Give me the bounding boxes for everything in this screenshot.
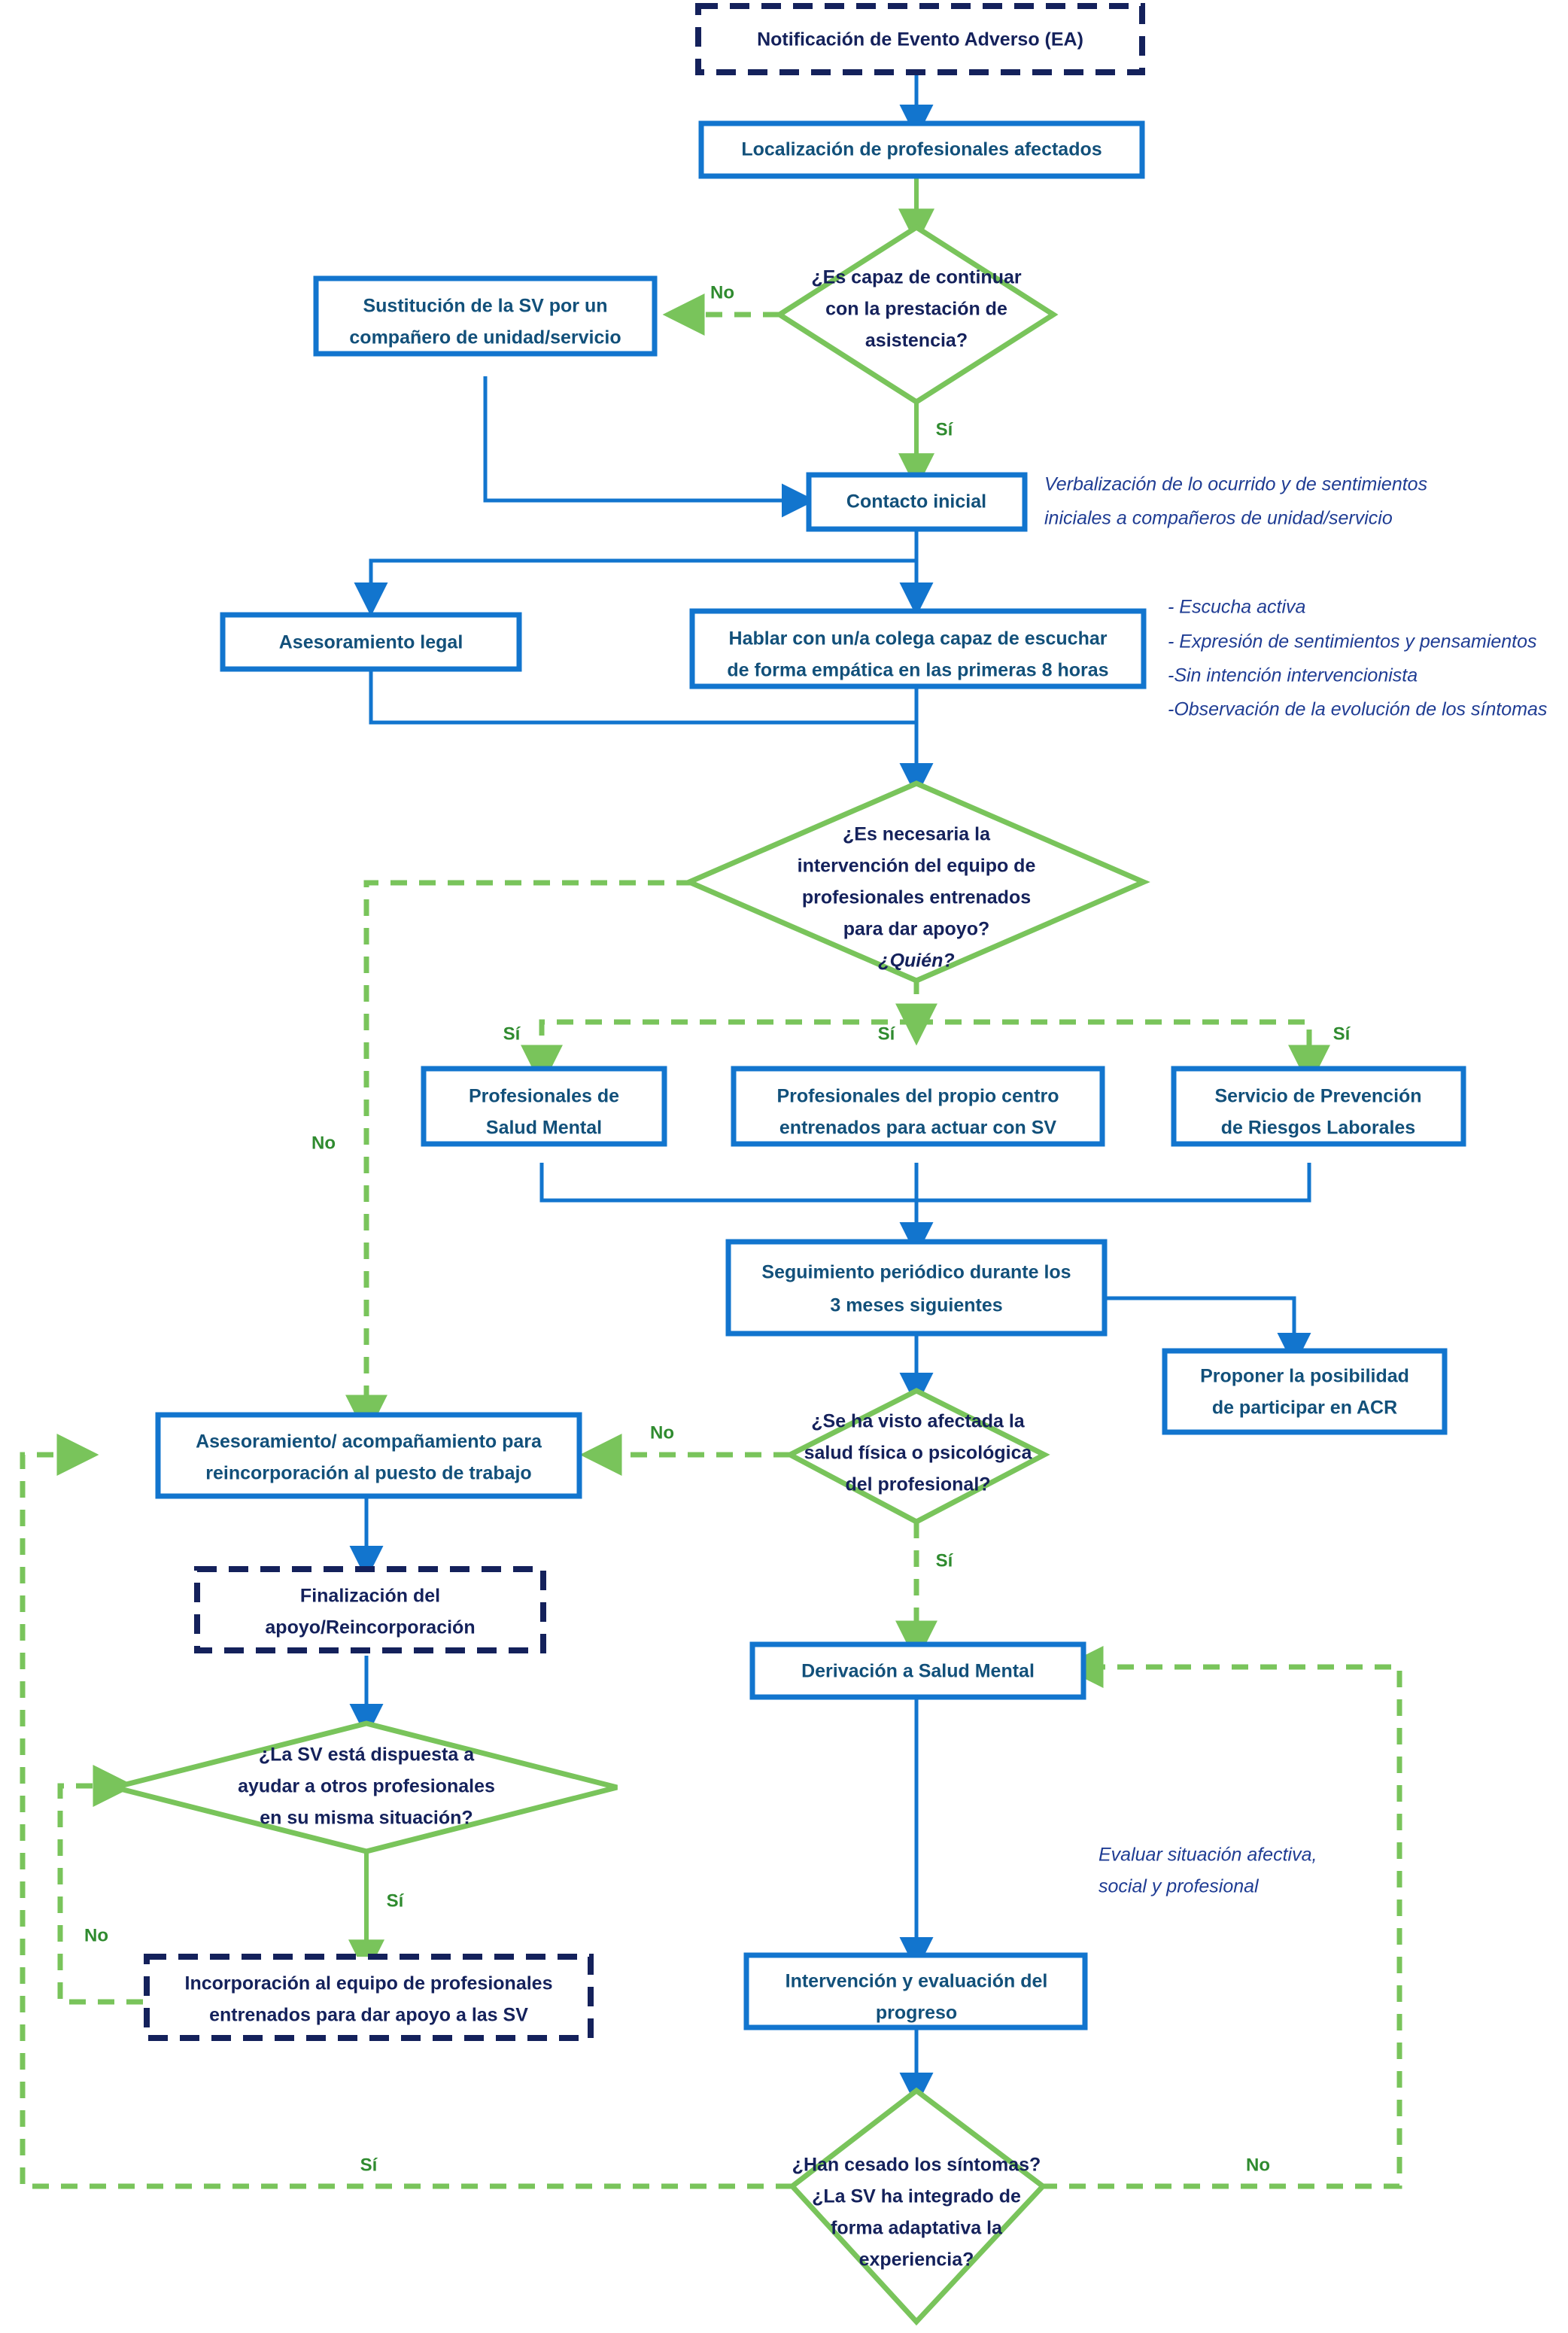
annotation-contacto-line1: Verbalización de lo ocurrido y de sentim… [1044,474,1427,495]
decision-afectada-line1: ¿Se ha visto afectada la [811,1411,1026,1432]
node-incorporacion-equipo[interactable]: Incorporación al equipo de profesionales… [144,1954,594,2041]
decision-capaz-line2: con la prestación de [825,299,1007,320]
node-seguimiento-line2: 3 meses siguientes [830,1295,1002,1316]
edge-contacto-to-asesoramiento-legal [354,528,919,617]
node-intervencion-line2: progreso [876,2003,957,2024]
node-sustitucion-line1: Sustitución de la SV por un [363,296,607,317]
node-localizacion-label: Localización de profesionales afectados [741,139,1102,160]
edge-dispuesta-no [57,1765,286,2005]
annotation-evaluar-line1: Evaluar situación afectiva, [1099,1845,1317,1866]
edge-label-afectada-si: Sí [936,1550,954,1571]
decision-cesado-line1: ¿Han cesado los síntomas? [792,2155,1041,2176]
edge-saludmental-to-seguimiento [539,1163,916,1203]
node-profesionales-propio-centro[interactable]: Profesionales del propio centro entrenad… [731,1066,1105,1147]
node-asesoramiento-reincorporacion[interactable]: Asesoramiento/ acompañamiento para reinc… [155,1412,582,1499]
node-finalizacion-apoyo[interactable]: Finalización del apoyo/Reincorporación [194,1566,546,1653]
node-propio-centro-line1: Profesionales del propio centro [776,1086,1059,1107]
decision-afectada-line3: del profesional? [845,1474,990,1495]
annotation-hablar-bullet2: - Expresión de sentimientos y pensamient… [1168,631,1537,652]
edge-sustitucion-to-contacto [483,376,816,518]
node-incorporacion-line2: entrenados para dar apoyo a las SV [209,2005,528,2026]
node-decision-salud-afectada[interactable]: ¿Se ha visto afectada la salud física o … [784,1388,1050,1525]
node-contacto-label: Contacto inicial [846,491,986,513]
annotation-contacto-line2: iniciales a compañeros de unidad/servici… [1044,508,1393,529]
node-derivacion-salud-mental[interactable]: Derivación a Salud Mental [749,1641,1086,1700]
decision-necesaria-line3: profesionales entrenados [802,887,1031,908]
decision-dispuesta-line1: ¿La SV está dispuesta a [259,1744,475,1766]
edge-label-cesado-si: Sí [360,2155,378,2175]
node-profesionales-salud-mental[interactable]: Profesionales de Salud Mental [421,1066,667,1147]
node-asesoramiento-legal[interactable]: Asesoramiento legal [220,612,522,672]
node-propio-centro-line2: entrenados para actuar con SV [779,1118,1057,1139]
node-seguimiento-line1: Seguimiento periódico durante los [761,1262,1071,1283]
node-prevencion-line1: Servicio de Prevención [1214,1086,1421,1107]
edge-seguimiento-to-proponer [1105,1296,1311,1367]
node-hablar-colega[interactable]: Hablar con un/a colega capaz de escuchar… [689,608,1147,689]
node-decision-han-cesado-sintomas[interactable]: ¿Han cesado los síntomas? ¿La SV ha inte… [788,2087,1047,2326]
node-salud-mental-line1: Profesionales de [469,1086,619,1107]
node-notificacion-label: Notificación de Evento Adverso (EA) [757,29,1083,50]
node-servicio-prevencion-riesgos[interactable]: Servicio de Prevención de Riesgos Labora… [1171,1066,1466,1147]
decision-cesado-line3: forma adaptativa la [831,2218,1003,2239]
node-seguimiento-periodico[interactable]: Seguimiento periódico durante los 3 mese… [725,1239,1108,1337]
edge-asesoramiento-legal-to-junction [369,668,916,725]
node-notificacion-evento-adverso[interactable]: Notificación de Evento Adverso (EA) [695,3,1145,75]
decision-necesaria-line4: para dar apoyo? [843,919,990,940]
edge-label-capaz-no: No [710,282,734,303]
node-decision-es-necesaria-intervencion[interactable]: ¿Es necesaria la intervención del equipo… [682,780,1150,984]
edge-label-necesaria-si-3: Sí [1333,1024,1351,1044]
edge-label-dispuesta-no: No [84,1925,108,1945]
node-intervencion-line1: Intervención y evaluación del [786,1971,1048,1992]
decision-necesaria-line1: ¿Es necesaria la [843,824,991,845]
node-prevencion-line2: de Riesgos Laborales [1221,1118,1415,1139]
node-localizacion-profesionales[interactable]: Localización de profesionales afectados [698,120,1145,179]
node-incorporacion-line1: Incorporación al equipo de profesionales [185,1973,553,1994]
edge-label-afectada-no: No [650,1422,674,1443]
node-contacto-inicial[interactable]: Contacto inicial [806,472,1028,532]
annotation-hablar-bullet3: -Sin intención intervencionista [1168,665,1418,686]
edge-cesado-no [1041,1646,1402,2189]
node-hablar-line1: Hablar con un/a colega capaz de escuchar [729,628,1108,649]
annotation-evaluar-line2: social y profesional [1099,1876,1260,1897]
edge-label-capaz-si: Sí [936,419,954,440]
edge-necesaria-no [345,880,779,1437]
decision-capaz-line3: asistencia? [865,330,968,351]
node-proponer-line2: de participar en ACR [1212,1398,1397,1419]
annotation-hablar-bullet4: -Observación de la evolución de los sínt… [1168,699,1547,720]
node-finalizacion-line2: apoyo/Reincorporación [265,1617,475,1638]
node-asesoramiento-reinc-line2: reincorporación al puesto de trabajo [205,1463,531,1484]
edge-label-necesaria-si-2: Sí [878,1024,896,1044]
decision-dispuesta-line3: en su misma situación? [260,1808,473,1829]
edge-label-cesado-no: No [1246,2155,1270,2175]
decision-dispuesta-line2: ayudar a otros profesionales [238,1776,495,1797]
edge-prevencion-to-seguimiento [916,1163,1311,1203]
annotation-hablar-bullet1: - Escucha activa [1168,597,1306,618]
node-asesoramiento-reinc-line1: Asesoramiento/ acompañamiento para [196,1431,542,1452]
edge-necesaria-si-left [521,1019,916,1087]
node-sustitucion-sv[interactable]: Sustitución de la SV por un compañero de… [313,275,658,357]
decision-cesado-line4: experiencia? [859,2249,974,2271]
decision-cesado-line2: ¿La SV ha integrado de [812,2186,1021,2207]
decision-necesaria-line2: intervención del equipo de [798,856,1036,877]
edge-label-necesaria-no: No [311,1133,336,1153]
decision-necesaria-line5: ¿Quién? [878,951,954,972]
node-proponer-line1: Proponer la posibilidad [1200,1366,1409,1387]
edge-cesado-si [20,1434,792,2189]
node-decision-sv-dispuesta-ayudar[interactable]: ¿La SV está dispuesta a ayudar a otros p… [114,1720,618,1854]
node-decision-es-capaz-continuar[interactable]: ¿Es capaz de continuar con la prestación… [774,224,1059,406]
decision-capaz-line1: ¿Es capaz de continuar [811,267,1022,288]
node-finalizacion-line1: Finalización del [300,1586,440,1607]
node-asesoramiento-legal-label: Asesoramiento legal [279,632,463,653]
node-proponer-acr[interactable]: Proponer la posibilidad de participar en… [1162,1348,1448,1435]
edge-label-dispuesta-si: Sí [387,1890,405,1911]
edge-label-necesaria-si-1: Sí [503,1024,521,1044]
edge-necesaria-si-right [916,1019,1330,1087]
node-sustitucion-line2: compañero de unidad/servicio [349,327,621,348]
node-hablar-line2: de forma empática en las primeras 8 hora… [727,660,1108,681]
node-derivacion-label: Derivación a Salud Mental [801,1661,1035,1682]
node-salud-mental-line2: Salud Mental [486,1118,602,1139]
decision-afectada-line2: salud física o psicológica [804,1443,1033,1464]
node-intervencion-evaluacion[interactable]: Intervención y evaluación del progreso [743,1952,1088,2030]
